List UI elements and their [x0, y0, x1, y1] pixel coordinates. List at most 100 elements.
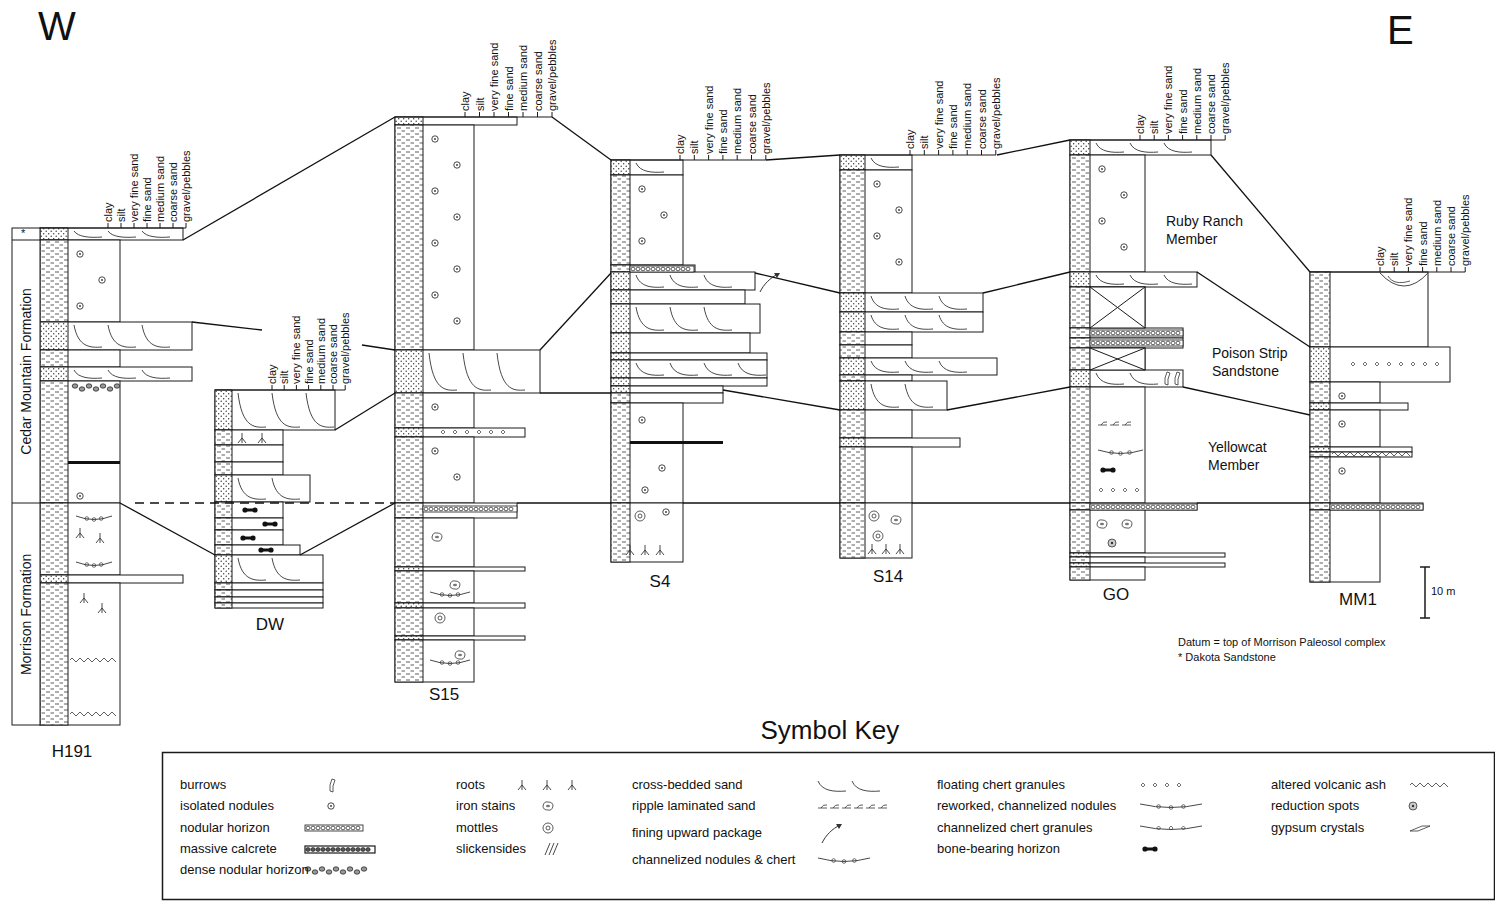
bed: [40, 228, 183, 240]
bed: [611, 290, 745, 304]
lithology-strip: [1310, 347, 1330, 382]
nodule: [316, 826, 320, 830]
grain-tick: [320, 385, 321, 390]
channel-nodule: [440, 593, 444, 597]
nodule: [661, 267, 665, 271]
legend-text: nodular horizon: [180, 820, 270, 836]
correlation-line: [120, 503, 215, 555]
cross-bed: [272, 558, 300, 580]
legend-text: gypsum crystals: [1271, 820, 1364, 836]
cross-bed: [871, 361, 899, 372]
lithology-strip: [840, 438, 865, 447]
channel-nodule: [92, 518, 96, 522]
nodule-core: [1101, 168, 1103, 170]
grain-size-label: gravel/pebbles: [990, 77, 1002, 149]
bed: [1310, 503, 1423, 510]
nodular-horizon: [1330, 504, 1423, 510]
nodule: [1116, 341, 1120, 345]
nodule-core: [1123, 194, 1125, 196]
grain-tick: [186, 223, 187, 228]
bed: [611, 304, 760, 333]
bed: [1070, 272, 1197, 287]
grain-size-label: coarse sand: [976, 89, 988, 149]
cross-bed: [74, 231, 102, 237]
nodule: [1146, 341, 1150, 345]
iron-stain-core: [1125, 523, 1129, 525]
nodule: [1111, 331, 1115, 335]
legend-text: reworked, channelized nodules: [937, 798, 1116, 814]
calcrete-nodule: [316, 848, 320, 852]
nodule: [494, 507, 498, 511]
member-name: Poison Strip Sandstone: [1212, 344, 1302, 380]
bone-end: [242, 507, 247, 512]
root-symbol: [258, 433, 266, 443]
iron-stain-core: [1100, 523, 1104, 525]
legend-text: fining upward package: [632, 825, 762, 841]
lithology-strip: [395, 393, 423, 428]
nodule: [1186, 505, 1190, 509]
nodule: [651, 267, 655, 271]
nodule: [1356, 505, 1360, 509]
section-column: DW: [215, 390, 347, 639]
nodule-core: [456, 476, 458, 478]
cross-bed: [1096, 275, 1124, 284]
burrow: [330, 779, 335, 792]
nodule: [1331, 505, 1335, 509]
lithology-strip: [1310, 510, 1330, 582]
lithology-strip: [1070, 155, 1090, 272]
lithology-strip: [840, 345, 865, 358]
cross-bed: [272, 393, 300, 427]
bone-end: [1100, 467, 1105, 472]
grain-tick: [537, 112, 538, 117]
cross-bed: [142, 231, 170, 237]
grain-tick: [308, 385, 309, 390]
nodule: [464, 507, 468, 511]
bed: [840, 358, 997, 375]
nodule-core: [434, 406, 436, 408]
lithology-strip: [215, 555, 232, 583]
ripple-lamination: [830, 805, 839, 808]
note: 10 m: [1431, 585, 1455, 598]
calcrete-nodule: [351, 848, 355, 852]
bed: [611, 503, 683, 562]
nodule-core: [434, 242, 436, 244]
nodule: [1131, 341, 1135, 345]
lithology-strip: [611, 304, 630, 333]
nodule: [499, 507, 503, 511]
nodule: [1151, 341, 1155, 345]
grain-size-label: clay: [459, 91, 471, 111]
grain-size-label: fine sand: [717, 109, 729, 154]
dense-nodule: [347, 867, 353, 871]
legend-text: cross-bedded sand: [632, 777, 743, 793]
nodule: [1366, 505, 1370, 509]
bed: [395, 518, 474, 567]
cross-bed: [670, 307, 698, 330]
column-name: H191: [52, 742, 93, 762]
legend-text: roots: [456, 777, 485, 793]
bed: [840, 155, 912, 170]
bed: [1070, 510, 1145, 553]
lithology-strip: [395, 636, 423, 640]
nodule: [1141, 505, 1145, 509]
bone-end: [258, 547, 263, 552]
bed: [611, 360, 767, 378]
nodule: [1126, 505, 1130, 509]
bed: [611, 265, 695, 272]
nodule: [676, 267, 680, 271]
legend-text: channelized nodules & chert: [632, 852, 795, 868]
correlation-line: [947, 387, 1070, 410]
channel-nodule: [448, 662, 452, 666]
grain-tick: [345, 385, 346, 390]
grain-size-label: very fine sand: [488, 43, 500, 111]
cross-bed: [238, 558, 266, 580]
lithology-strip: [1070, 140, 1090, 155]
nodule: [1156, 505, 1160, 509]
nodule-core: [456, 164, 458, 166]
cross-bed: [905, 296, 933, 309]
formation-name: Morrison Formation: [18, 553, 35, 674]
nodule: [1191, 505, 1195, 509]
nodule: [429, 507, 433, 511]
calcrete-nodule: [306, 848, 310, 852]
lithology-strip: [611, 333, 630, 353]
correlation-line: [1183, 387, 1310, 415]
